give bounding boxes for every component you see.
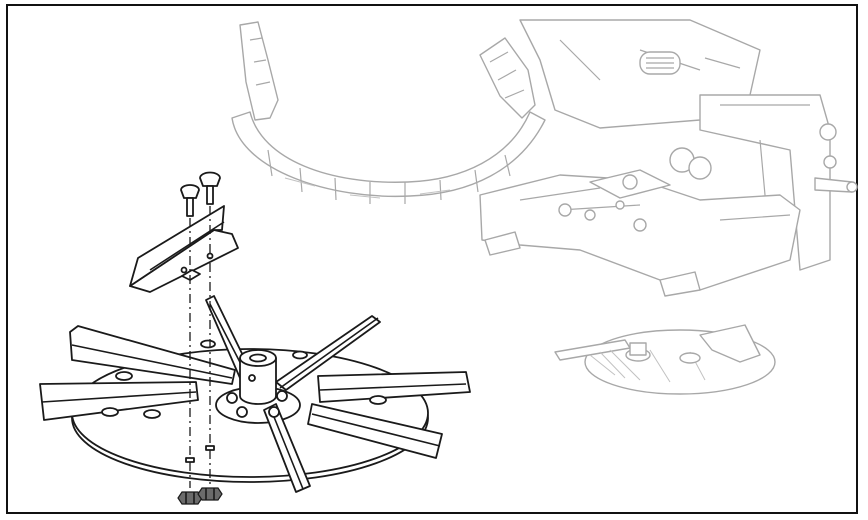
- hub-shaft: [239, 349, 277, 405]
- spinner-fins: [39, 295, 471, 493]
- fin-front-left: [39, 381, 199, 421]
- carriage-bolts: [180, 171, 221, 217]
- fin-lower-right: [307, 403, 443, 459]
- exploded-centerlines: [185, 206, 215, 488]
- lock-nuts: [177, 487, 223, 505]
- mounting-bracket: [129, 205, 239, 293]
- hub-bolts: [226, 390, 288, 418]
- hopper-deflector-guard: [231, 21, 546, 204]
- spreader-frame-chassis: [479, 19, 858, 297]
- small-assembly-inset: [554, 324, 776, 395]
- fin-bolts: [101, 339, 387, 419]
